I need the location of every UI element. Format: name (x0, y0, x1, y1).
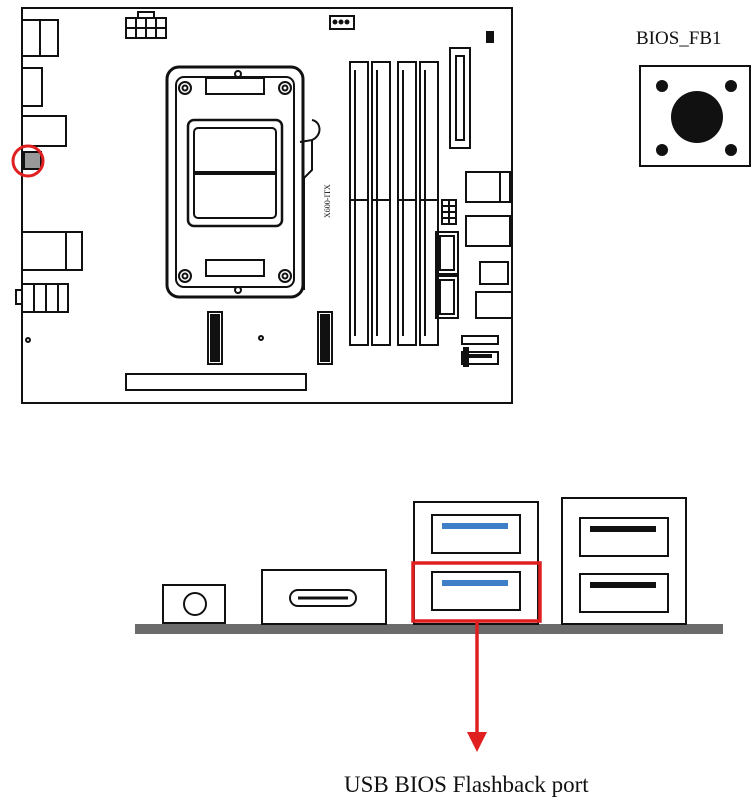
front-panel-header (461, 335, 499, 367)
m2-slot-2 (317, 311, 333, 365)
bios-flashback-led-chip (23, 151, 42, 170)
usb-c-port (261, 569, 387, 625)
io-component-3 (21, 115, 67, 147)
board-outline (21, 7, 513, 404)
usb-port-flashback (431, 571, 521, 611)
sata-port-1 (435, 231, 459, 275)
panel-bar (135, 624, 723, 634)
power-connector-24pin (449, 47, 471, 149)
usb-port-upper (431, 514, 521, 554)
audio-jack (162, 584, 226, 624)
io-component-2 (21, 67, 43, 107)
cpu-socket (165, 65, 321, 299)
dimm-slot-2 (371, 61, 391, 346)
memory-slots (349, 61, 439, 346)
usb-a-stack-right (561, 497, 687, 625)
usb-port-right-lower (579, 573, 669, 613)
fan-header (329, 15, 355, 30)
m2-slot-1 (207, 311, 223, 365)
pcie-slot (125, 373, 307, 391)
motherboard: X600-ITX (15, 7, 513, 404)
dimm-slot-1 (349, 61, 369, 346)
sata-port-2 (435, 275, 459, 319)
rear-io-usb-1 (465, 171, 511, 203)
port-label: USB BIOS Flashback port (344, 772, 589, 797)
bios-flashback-button (639, 65, 751, 167)
rear-io-usb-2 (465, 215, 511, 247)
down-arrow-icon (467, 732, 487, 752)
dimm-slot-4 (419, 61, 439, 346)
highlight-circle (11, 144, 45, 178)
atx-power-connector (125, 11, 167, 39)
pin-header (441, 199, 457, 225)
rear-io-component (479, 261, 509, 285)
board-model-label: X600-ITX (323, 184, 332, 218)
dimm-slot-3 (397, 61, 417, 346)
usb-port-right-upper (579, 517, 669, 557)
rear-io-panel (135, 497, 723, 634)
button-label: BIOS_FB1 (636, 28, 722, 49)
